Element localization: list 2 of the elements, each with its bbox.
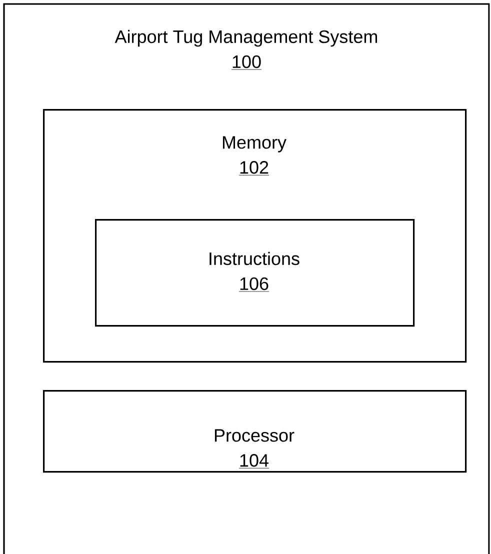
system-box: Processor 104: [43, 390, 467, 473]
system-box: Instructions 106: [95, 219, 415, 327]
